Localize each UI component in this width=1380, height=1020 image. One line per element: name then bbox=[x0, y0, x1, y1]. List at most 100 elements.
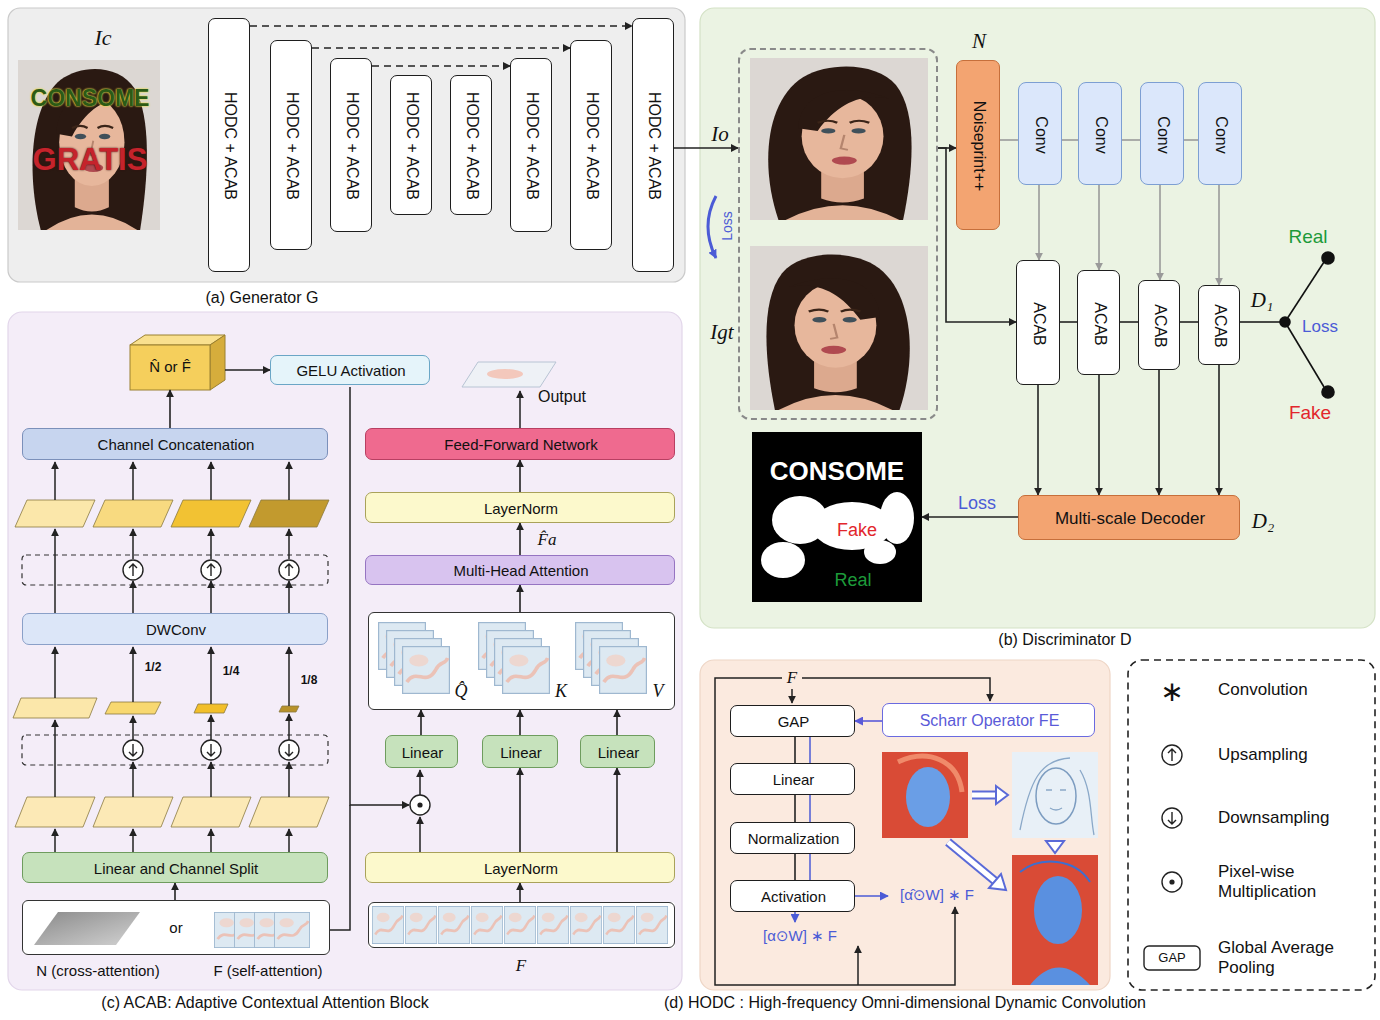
token-strip bbox=[438, 906, 469, 943]
edge-map bbox=[1012, 752, 1098, 838]
output-map bbox=[462, 362, 556, 387]
box-label: Conv bbox=[1032, 116, 1050, 153]
enhanced-map bbox=[1034, 876, 1082, 944]
connector bbox=[1037, 385, 1039, 495]
box-label: N̂ or F̂ bbox=[149, 358, 191, 375]
image-label: Ic bbox=[94, 25, 111, 50]
qkv-maps bbox=[368, 612, 675, 710]
split-box: Linear and Channel Split bbox=[22, 852, 328, 883]
flow-arrow bbox=[210, 462, 212, 500]
linear-box: Linear bbox=[580, 735, 655, 768]
connector bbox=[519, 523, 521, 555]
legend-symbol bbox=[1162, 808, 1182, 828]
box-label: HODC + ACAB bbox=[523, 92, 541, 200]
output-junction bbox=[1322, 386, 1334, 398]
feature-map bbox=[15, 797, 95, 827]
box-label: Scharr Operator FE bbox=[920, 712, 1060, 730]
input-photo bbox=[18, 60, 160, 230]
connector bbox=[1098, 375, 1100, 495]
map-label: K bbox=[555, 681, 567, 702]
flow-arrow bbox=[132, 716, 134, 740]
box-label: LayerNorm bbox=[484, 500, 558, 517]
output-label: Real bbox=[1288, 226, 1327, 248]
wire bbox=[330, 805, 350, 930]
box-label: Conv bbox=[1212, 116, 1230, 153]
image-label: Io bbox=[711, 122, 729, 146]
weight-path bbox=[794, 912, 796, 922]
face-photo bbox=[750, 58, 928, 410]
input-label: N (cross-attention) bbox=[36, 962, 159, 979]
linear-box: Linear bbox=[730, 763, 855, 795]
forgery-mask bbox=[864, 540, 896, 564]
feature-map bbox=[93, 797, 173, 827]
loss-arrow bbox=[708, 196, 716, 258]
flow-arrow bbox=[210, 647, 212, 704]
connector bbox=[169, 390, 171, 428]
connector bbox=[1062, 139, 1078, 141]
edge-map bbox=[1036, 768, 1076, 824]
hodc-wire bbox=[791, 689, 793, 703]
cube bbox=[130, 335, 225, 345]
connector bbox=[372, 65, 510, 67]
output-label: Fake bbox=[1289, 402, 1331, 424]
input-image bbox=[22, 900, 330, 955]
image-label: Igt bbox=[710, 320, 733, 344]
hollow-arrow bbox=[1046, 841, 1064, 853]
flow-arrow bbox=[288, 462, 290, 500]
flow-arrow bbox=[210, 715, 212, 740]
enhanced-map bbox=[1012, 855, 1098, 985]
connector bbox=[1122, 139, 1140, 141]
hodc-acab-block: HODC + ACAB bbox=[570, 40, 612, 250]
face-photo bbox=[750, 246, 928, 410]
sampling-symbol bbox=[201, 560, 221, 580]
legend-frame bbox=[1128, 660, 1375, 990]
feature-map bbox=[93, 500, 173, 527]
box-label: GELU Activation bbox=[296, 362, 405, 379]
panel-ground bbox=[700, 8, 1375, 628]
panel-caption: (a) Generator G bbox=[206, 289, 319, 307]
box-label: Feed-Forward Network bbox=[444, 436, 597, 453]
conv-box: Conv bbox=[1078, 82, 1122, 185]
token-strip bbox=[372, 906, 403, 943]
noiseprint-box: NNoiseprint++ bbox=[956, 60, 1000, 230]
concat-box: Channel Concatenation bbox=[22, 428, 328, 460]
panel: (b) Discriminator DIoIgtNNoiseprint++Con… bbox=[700, 8, 1375, 628]
connector bbox=[1218, 185, 1220, 285]
cube bbox=[130, 335, 225, 390]
legend-text: Global Average Pooling bbox=[1218, 938, 1368, 977]
flow-arrow bbox=[132, 829, 134, 852]
connector bbox=[1180, 321, 1198, 323]
legend-symbol: GAP bbox=[1158, 951, 1185, 966]
feature-map bbox=[249, 500, 329, 527]
connector bbox=[1158, 370, 1160, 495]
token-strip bbox=[603, 906, 634, 943]
qkv-maps bbox=[368, 612, 675, 710]
output-junction bbox=[1322, 252, 1334, 264]
connector bbox=[250, 25, 632, 27]
box-label: Conv bbox=[1092, 116, 1110, 153]
panel: (c) ACAB: Adaptive Contextual Attention … bbox=[8, 312, 682, 990]
output-junction bbox=[1280, 317, 1290, 327]
hodc-acab-block: HODC + ACAB bbox=[208, 18, 250, 272]
flow-arrow bbox=[419, 817, 421, 852]
connector bbox=[1184, 139, 1198, 141]
connector bbox=[519, 585, 521, 612]
connector bbox=[922, 516, 1018, 518]
hodc-acab-block: HODC + ACAB bbox=[510, 58, 552, 232]
box-label: Linear bbox=[773, 771, 815, 788]
symbol-label: D₂ bbox=[1252, 509, 1274, 533]
symbol-label: F̂a bbox=[538, 530, 557, 550]
edge-label: Loss bbox=[955, 493, 999, 514]
flow-arrow bbox=[132, 529, 134, 559]
connector bbox=[519, 883, 521, 902]
edge-map bbox=[1020, 758, 1094, 835]
graffiti-text: GRATIS bbox=[33, 142, 148, 178]
hollow-arrow bbox=[948, 842, 995, 881]
formula: [α⊙W] ∗ F bbox=[763, 927, 837, 944]
feature-map bbox=[194, 704, 228, 713]
hodc-acab-block: HODC + ACAB bbox=[390, 75, 432, 215]
hollow-arrow bbox=[948, 842, 995, 881]
hodc-wire bbox=[857, 946, 859, 985]
acab-box: ACAB bbox=[1198, 285, 1240, 365]
